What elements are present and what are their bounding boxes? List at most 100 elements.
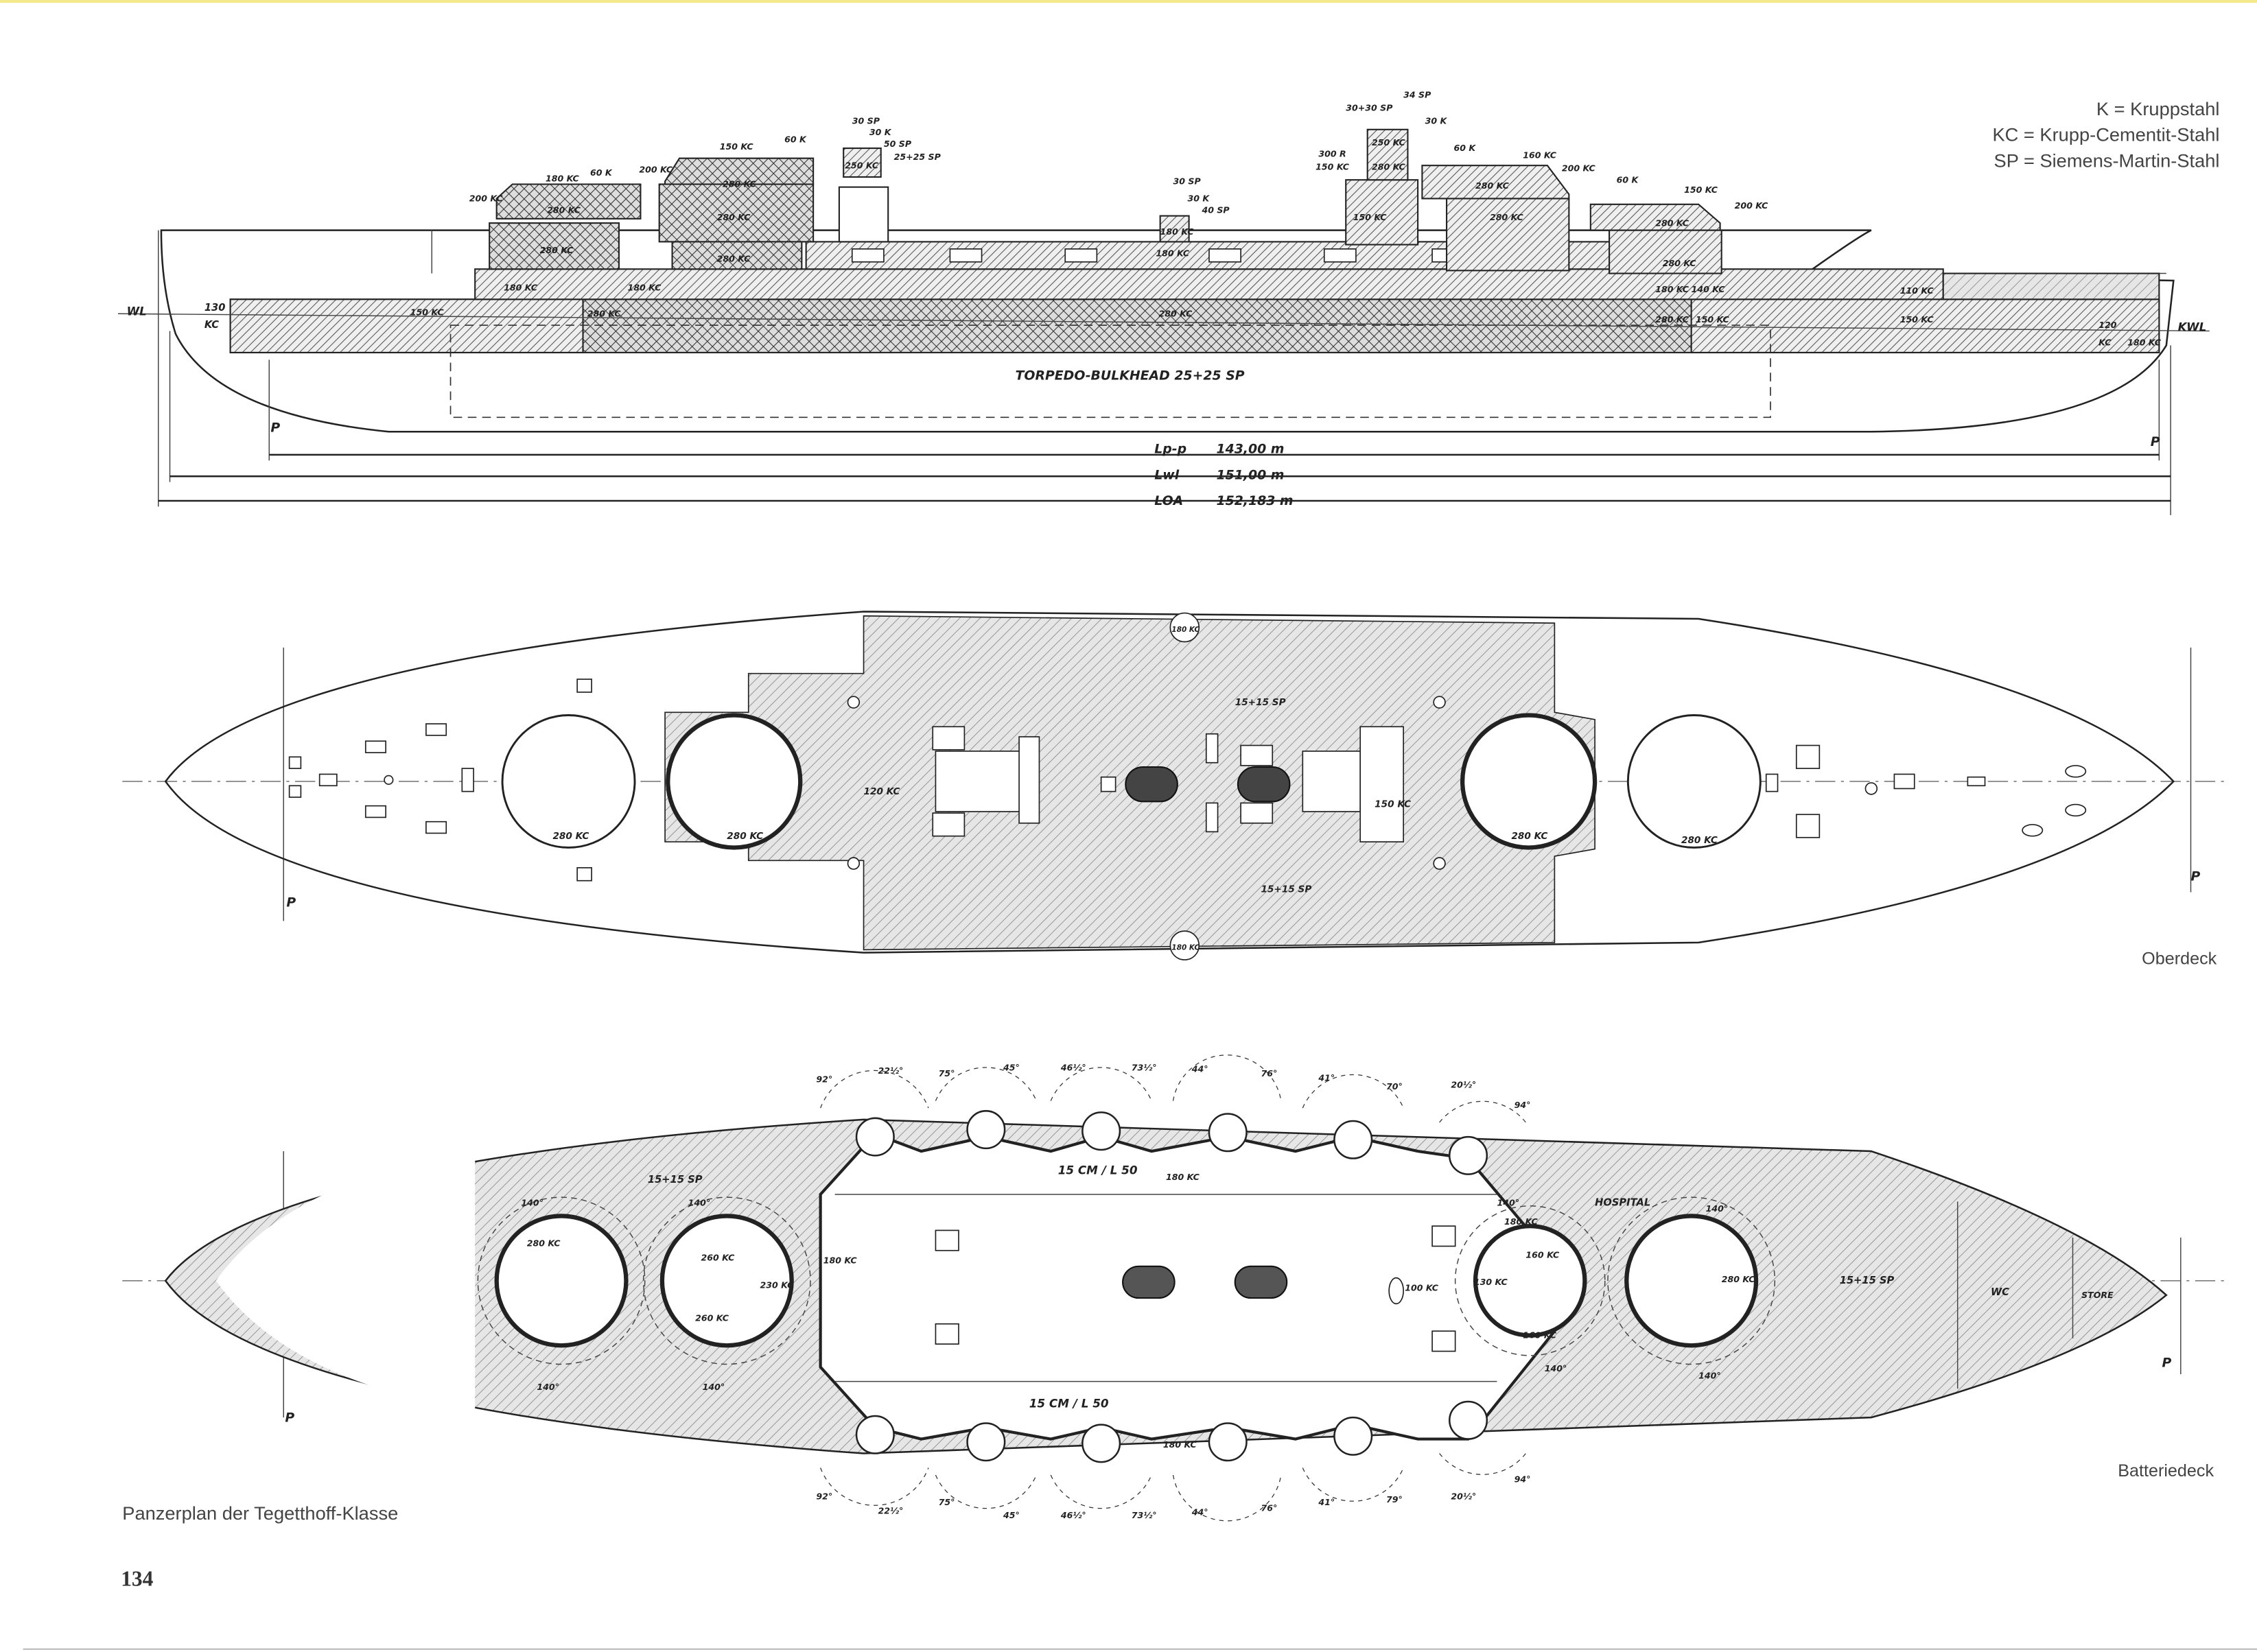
angle-label: 73½°: [1132, 1510, 1157, 1520]
armor-label: 150 KC: [1353, 212, 1388, 222]
side-armor-labels: 200 KC 180 KC 60 K 280 KC 280 KC 200 KC …: [410, 90, 2162, 348]
angle-label: 41°: [1318, 1072, 1335, 1083]
armor-label: 140 KC: [1692, 284, 1726, 294]
armor-label: 150 KC: [1315, 162, 1350, 172]
armor-label: 180 KC: [1160, 226, 1195, 237]
turret-barbette: [1626, 714, 1762, 849]
torpedo-bulkhead-outline: [449, 324, 1771, 418]
angle-label: 140°: [521, 1198, 543, 1208]
angle-label: 20½°: [1451, 1491, 1476, 1502]
funnel: [1125, 766, 1178, 803]
wc-label: WC: [1991, 1286, 2009, 1298]
angle-label: 73½°: [1132, 1063, 1157, 1073]
armor-label: 160 KC: [1523, 150, 1557, 161]
belt-end-unit: KC: [204, 319, 219, 331]
angle-label: 140°: [688, 1198, 711, 1208]
angle-label: 140°: [703, 1382, 725, 1392]
belt-end-label: 130: [204, 302, 226, 314]
store-label: STORE: [2081, 1290, 2114, 1300]
armor-label: 130 KC: [1474, 1277, 1508, 1287]
armor-label: 260 KC: [701, 1252, 736, 1262]
torpedo-bulkhead-label: TORPEDO-BULKHEAD 25+25 SP: [1016, 368, 1245, 384]
armor-label: 30 SP: [1173, 176, 1202, 186]
angle-label: 140°: [1706, 1203, 1729, 1214]
armor-label: 280 KC: [1681, 835, 1718, 846]
armor-label: 280 KC: [552, 831, 589, 842]
armor-label: 280 KC: [717, 212, 751, 222]
armor-label: 280 KC: [1372, 162, 1406, 172]
armor-label: 180 KC: [1171, 943, 1200, 952]
arc-angles-top: 92° 22½° 75° 45° 46½° 73½° 44° 76° 41° 7…: [816, 1063, 1530, 1111]
wl-label: WL: [127, 304, 147, 318]
armor-label: 280 KC: [723, 179, 757, 189]
armor-label: 120 KC: [864, 786, 900, 797]
angle-label: 22½°: [878, 1506, 904, 1516]
angle-label: 140°: [1698, 1370, 1721, 1380]
armor-label: 180 KC: [546, 173, 580, 183]
armor-label: 260 KC: [695, 1313, 729, 1323]
turret-barbette: [494, 1214, 629, 1348]
loa-value: 152,183 m: [1216, 493, 1293, 508]
loa-label: LOA: [1154, 493, 1183, 508]
armor-label: 250 KC: [845, 160, 879, 170]
armor-label: 150 KC: [1684, 185, 1718, 195]
armor-label: 200 KC: [469, 193, 504, 204]
batteriedeck-title: Batteriedeck: [2118, 1461, 2214, 1480]
turret-a: [489, 183, 642, 270]
armor-label: 160 KC: [1523, 1330, 1557, 1341]
angle-label: 140°: [1497, 1198, 1519, 1208]
citadel-interior: [819, 1132, 1586, 1441]
funnel: [1234, 1265, 1288, 1299]
armor-label: 60 K: [1617, 174, 1639, 185]
turret-d: [1589, 203, 1722, 274]
armor-label: 200 KC: [1735, 200, 1769, 211]
turret-b: [658, 157, 815, 270]
armor-label: 160 KC: [1525, 1249, 1560, 1260]
armor-label: 150 KC: [1375, 799, 1411, 810]
armor-label: 150 KC: [1900, 314, 1934, 324]
armor-label: 50 SP: [884, 139, 912, 149]
angle-label: 75°: [939, 1497, 955, 1507]
armor-label: 230 KC: [760, 1279, 795, 1290]
armor-label: 180 KC: [628, 283, 662, 293]
armor-label: 25+25 SP: [894, 152, 942, 162]
armor-label: 60 K: [784, 134, 807, 145]
p-marker: P: [2191, 869, 2201, 884]
lpp-value: 143,00 m: [1216, 442, 1284, 457]
casemate-battery-label: 15 CM / L 50: [1058, 1164, 1138, 1177]
deck-armor-label: 15+15 SP: [648, 1174, 703, 1185]
armor-label: 280 KC: [1663, 258, 1697, 268]
lwl-value: 151,00 m: [1216, 467, 1284, 482]
angle-label: 45°: [1003, 1510, 1020, 1520]
armor-label: 280 KC: [540, 245, 574, 255]
armor-label: 280 KC: [1159, 308, 1193, 318]
armor-label: 280 KC: [1655, 217, 1689, 228]
angle-label: 75°: [939, 1068, 955, 1078]
material-legend: K = Kruppstahl KC = Krupp-Cementit-Stahl…: [1993, 98, 2220, 172]
angle-label: 76°: [1261, 1068, 1277, 1078]
p-marker: P: [2162, 1356, 2172, 1371]
armor-label: 180 KC: [1655, 284, 1689, 294]
armor-label: KC: [2098, 337, 2112, 347]
kwl-label: KWL: [2178, 320, 2207, 333]
armor-label: 280 KC: [1475, 180, 1510, 191]
angle-label: 44°: [1191, 1064, 1208, 1074]
armor-label: 280 KC: [1511, 831, 1547, 842]
angle-label: 20½°: [1451, 1080, 1476, 1090]
armor-label: 34 SP: [1403, 90, 1431, 100]
angle-label: 46½°: [1060, 1063, 1086, 1073]
legend-k: K = Kruppstahl: [2096, 98, 2220, 119]
funnel: [1122, 1265, 1176, 1299]
armor-label: 250 KC: [1372, 137, 1406, 148]
armor-label: 110 KC: [1900, 285, 1934, 296]
armor-label: 120: [2098, 320, 2117, 330]
angle-label: 46½°: [1060, 1510, 1086, 1520]
casemate-battery-label: 15 CM / L 50: [1029, 1396, 1109, 1410]
angle-label: 94°: [1515, 1474, 1531, 1484]
turret-barbette: [1624, 1214, 1759, 1348]
p-marker: P: [286, 895, 296, 910]
armor-label: 280 KC: [587, 308, 622, 318]
angle-label: 41°: [1318, 1497, 1335, 1507]
funnel: [1237, 766, 1291, 803]
armor-label: 60 K: [1454, 143, 1477, 153]
